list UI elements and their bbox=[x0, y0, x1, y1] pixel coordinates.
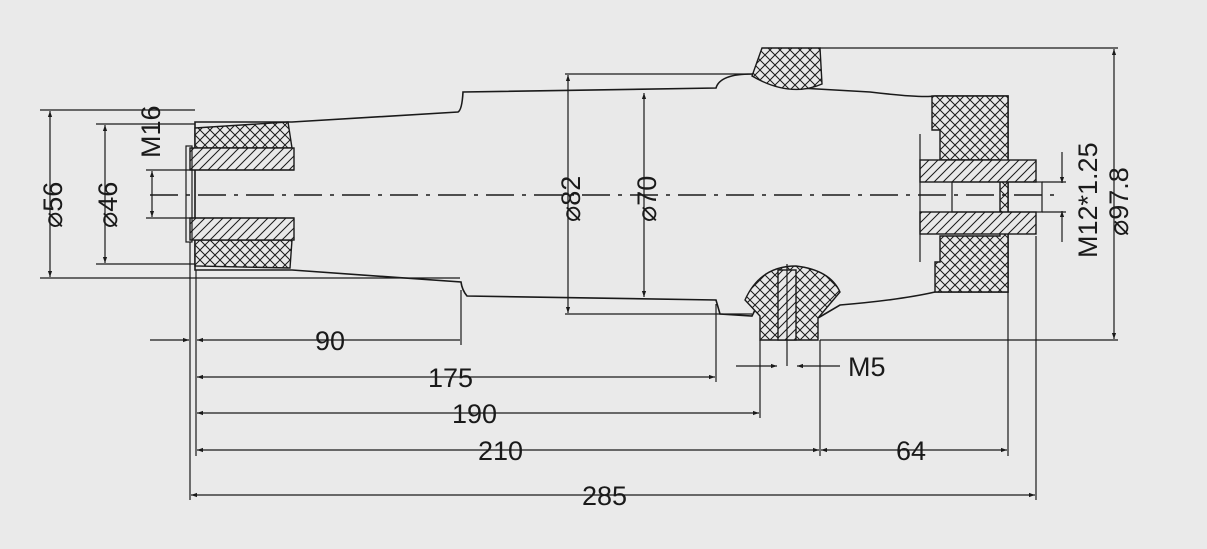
dim-label-l175: 175 bbox=[428, 363, 473, 393]
left-insert-hatch-bottom bbox=[194, 239, 293, 269]
right-insert-upper bbox=[919, 159, 1037, 183]
dim-label-m5: M5 bbox=[848, 352, 886, 382]
dim-label-l190: 190 bbox=[452, 399, 497, 429]
dim-label-m16: M16 bbox=[136, 105, 166, 158]
dim-label-d56: ⌀56 bbox=[38, 182, 68, 228]
right-bore bbox=[951, 181, 1043, 213]
left-insert-lower bbox=[189, 217, 295, 241]
dim-label-m12: M12*1.25 bbox=[1073, 142, 1103, 258]
dim-label-l285: 285 bbox=[582, 481, 627, 511]
dim-label-d70: ⌀70 bbox=[632, 176, 662, 222]
dim-label-d978: ⌀97.8 bbox=[1104, 167, 1134, 236]
dim-label-d46: ⌀46 bbox=[93, 182, 123, 228]
dim-label-l64: 64 bbox=[896, 436, 926, 466]
dim-label-l90: 90 bbox=[315, 326, 345, 356]
left-insert-upper bbox=[189, 147, 295, 171]
right-insert-lower bbox=[919, 211, 1037, 235]
left-bore bbox=[190, 169, 294, 219]
left-thread-end bbox=[185, 145, 193, 243]
dim-label-d82: ⌀82 bbox=[556, 176, 586, 222]
mid-ring-hatch-top bbox=[751, 47, 823, 91]
dim-label-l210: 210 bbox=[478, 436, 523, 466]
